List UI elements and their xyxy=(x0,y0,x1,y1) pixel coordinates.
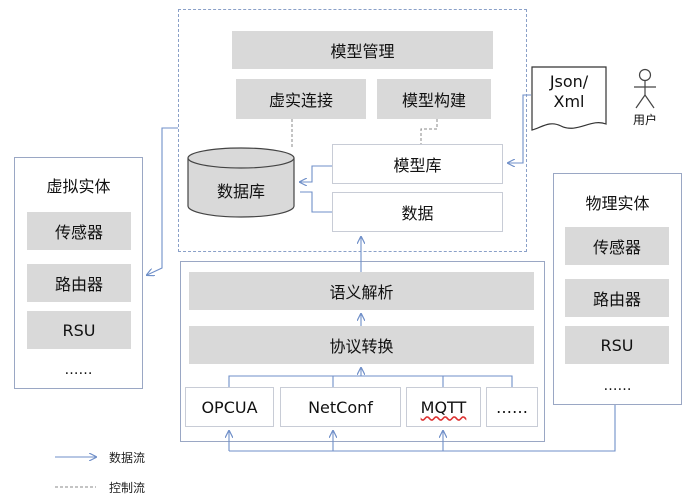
protocols-merge-line xyxy=(228,375,513,387)
json-to-modellib-arrow xyxy=(508,94,531,163)
virtual-more-label: …… xyxy=(64,362,93,378)
virtual-rsu-label: RSU xyxy=(62,320,96,340)
protocol-more-box: …… xyxy=(486,387,538,427)
protocol-opcua-box: OPCUA xyxy=(185,387,274,427)
protocol-opcua-label: OPCUA xyxy=(201,397,258,417)
model-management-label: 模型管理 xyxy=(330,42,395,61)
json-xml-document-icon xyxy=(531,66,607,131)
mgmt-to-virtual-arrow xyxy=(147,127,178,275)
virtual-sensor-label: 传感器 xyxy=(54,223,103,242)
model-management-bar: 模型管理 xyxy=(232,31,493,69)
protocol-netconf-label: NetConf xyxy=(308,397,373,417)
virtual-router-box: 路由器 xyxy=(27,264,131,302)
database-label: 数据库 xyxy=(216,182,265,201)
json-label: Json/ xyxy=(549,72,589,91)
legend-control-flow-label: 控制流 xyxy=(109,481,146,495)
physical-entity-title: 物理实体 xyxy=(585,194,650,213)
model-build-label: 模型构建 xyxy=(401,91,466,110)
physical-more-label: …… xyxy=(603,378,632,394)
protocol-mqtt-box: MQTT xyxy=(406,387,481,427)
physical-sensor-box: 传感器 xyxy=(565,227,669,265)
model-library-label: 模型库 xyxy=(393,156,442,175)
virtual-router-label: 路由器 xyxy=(54,275,103,294)
virtual-entity-title: 虚拟实体 xyxy=(46,177,111,196)
data-to-database-arrow xyxy=(300,191,332,213)
model-build-box: 模型构建 xyxy=(377,79,491,119)
model-library-box: 模型库 xyxy=(332,144,503,184)
virtual-sensor-box: 传感器 xyxy=(27,212,131,250)
physical-rsu-box: RSU xyxy=(565,326,669,364)
json-xml-text: Json/ Xml xyxy=(531,72,607,112)
user-label: 用户 xyxy=(632,113,657,127)
protocol-netconf-box: NetConf xyxy=(280,387,401,427)
semantic-parsing-label: 语义解析 xyxy=(329,283,394,302)
user-icon xyxy=(634,68,656,109)
protocol-conversion-label: 协议转换 xyxy=(329,337,394,356)
physical-sensor-label: 传感器 xyxy=(592,238,641,257)
virtual-rsu-box: RSU xyxy=(27,311,131,349)
physical-rsu-label: RSU xyxy=(600,335,634,355)
data-label: 数据 xyxy=(401,204,434,223)
database-cylinder xyxy=(187,147,295,218)
protocol-conversion-bar: 协议转换 xyxy=(189,326,534,364)
modelbuild-to-modellib-control xyxy=(420,119,438,144)
data-box: 数据 xyxy=(332,192,503,232)
model-management-region xyxy=(178,9,527,252)
physical-router-label: 路由器 xyxy=(592,290,641,309)
physical-router-box: 路由器 xyxy=(565,279,669,317)
legend-data-flow-label: 数据流 xyxy=(109,451,146,465)
physical-to-protocols-line xyxy=(229,405,616,452)
semantic-parsing-bar: 语义解析 xyxy=(189,272,534,310)
protocol-mqtt-label: MQTT xyxy=(420,397,467,417)
virtual-real-connection-box: 虚实连接 xyxy=(236,79,366,119)
modellib-to-database-arrow xyxy=(300,165,332,182)
protocol-more-label: …… xyxy=(496,397,528,417)
xml-label: Xml xyxy=(553,92,585,111)
virtual-real-connection-label: 虚实连接 xyxy=(268,91,333,110)
